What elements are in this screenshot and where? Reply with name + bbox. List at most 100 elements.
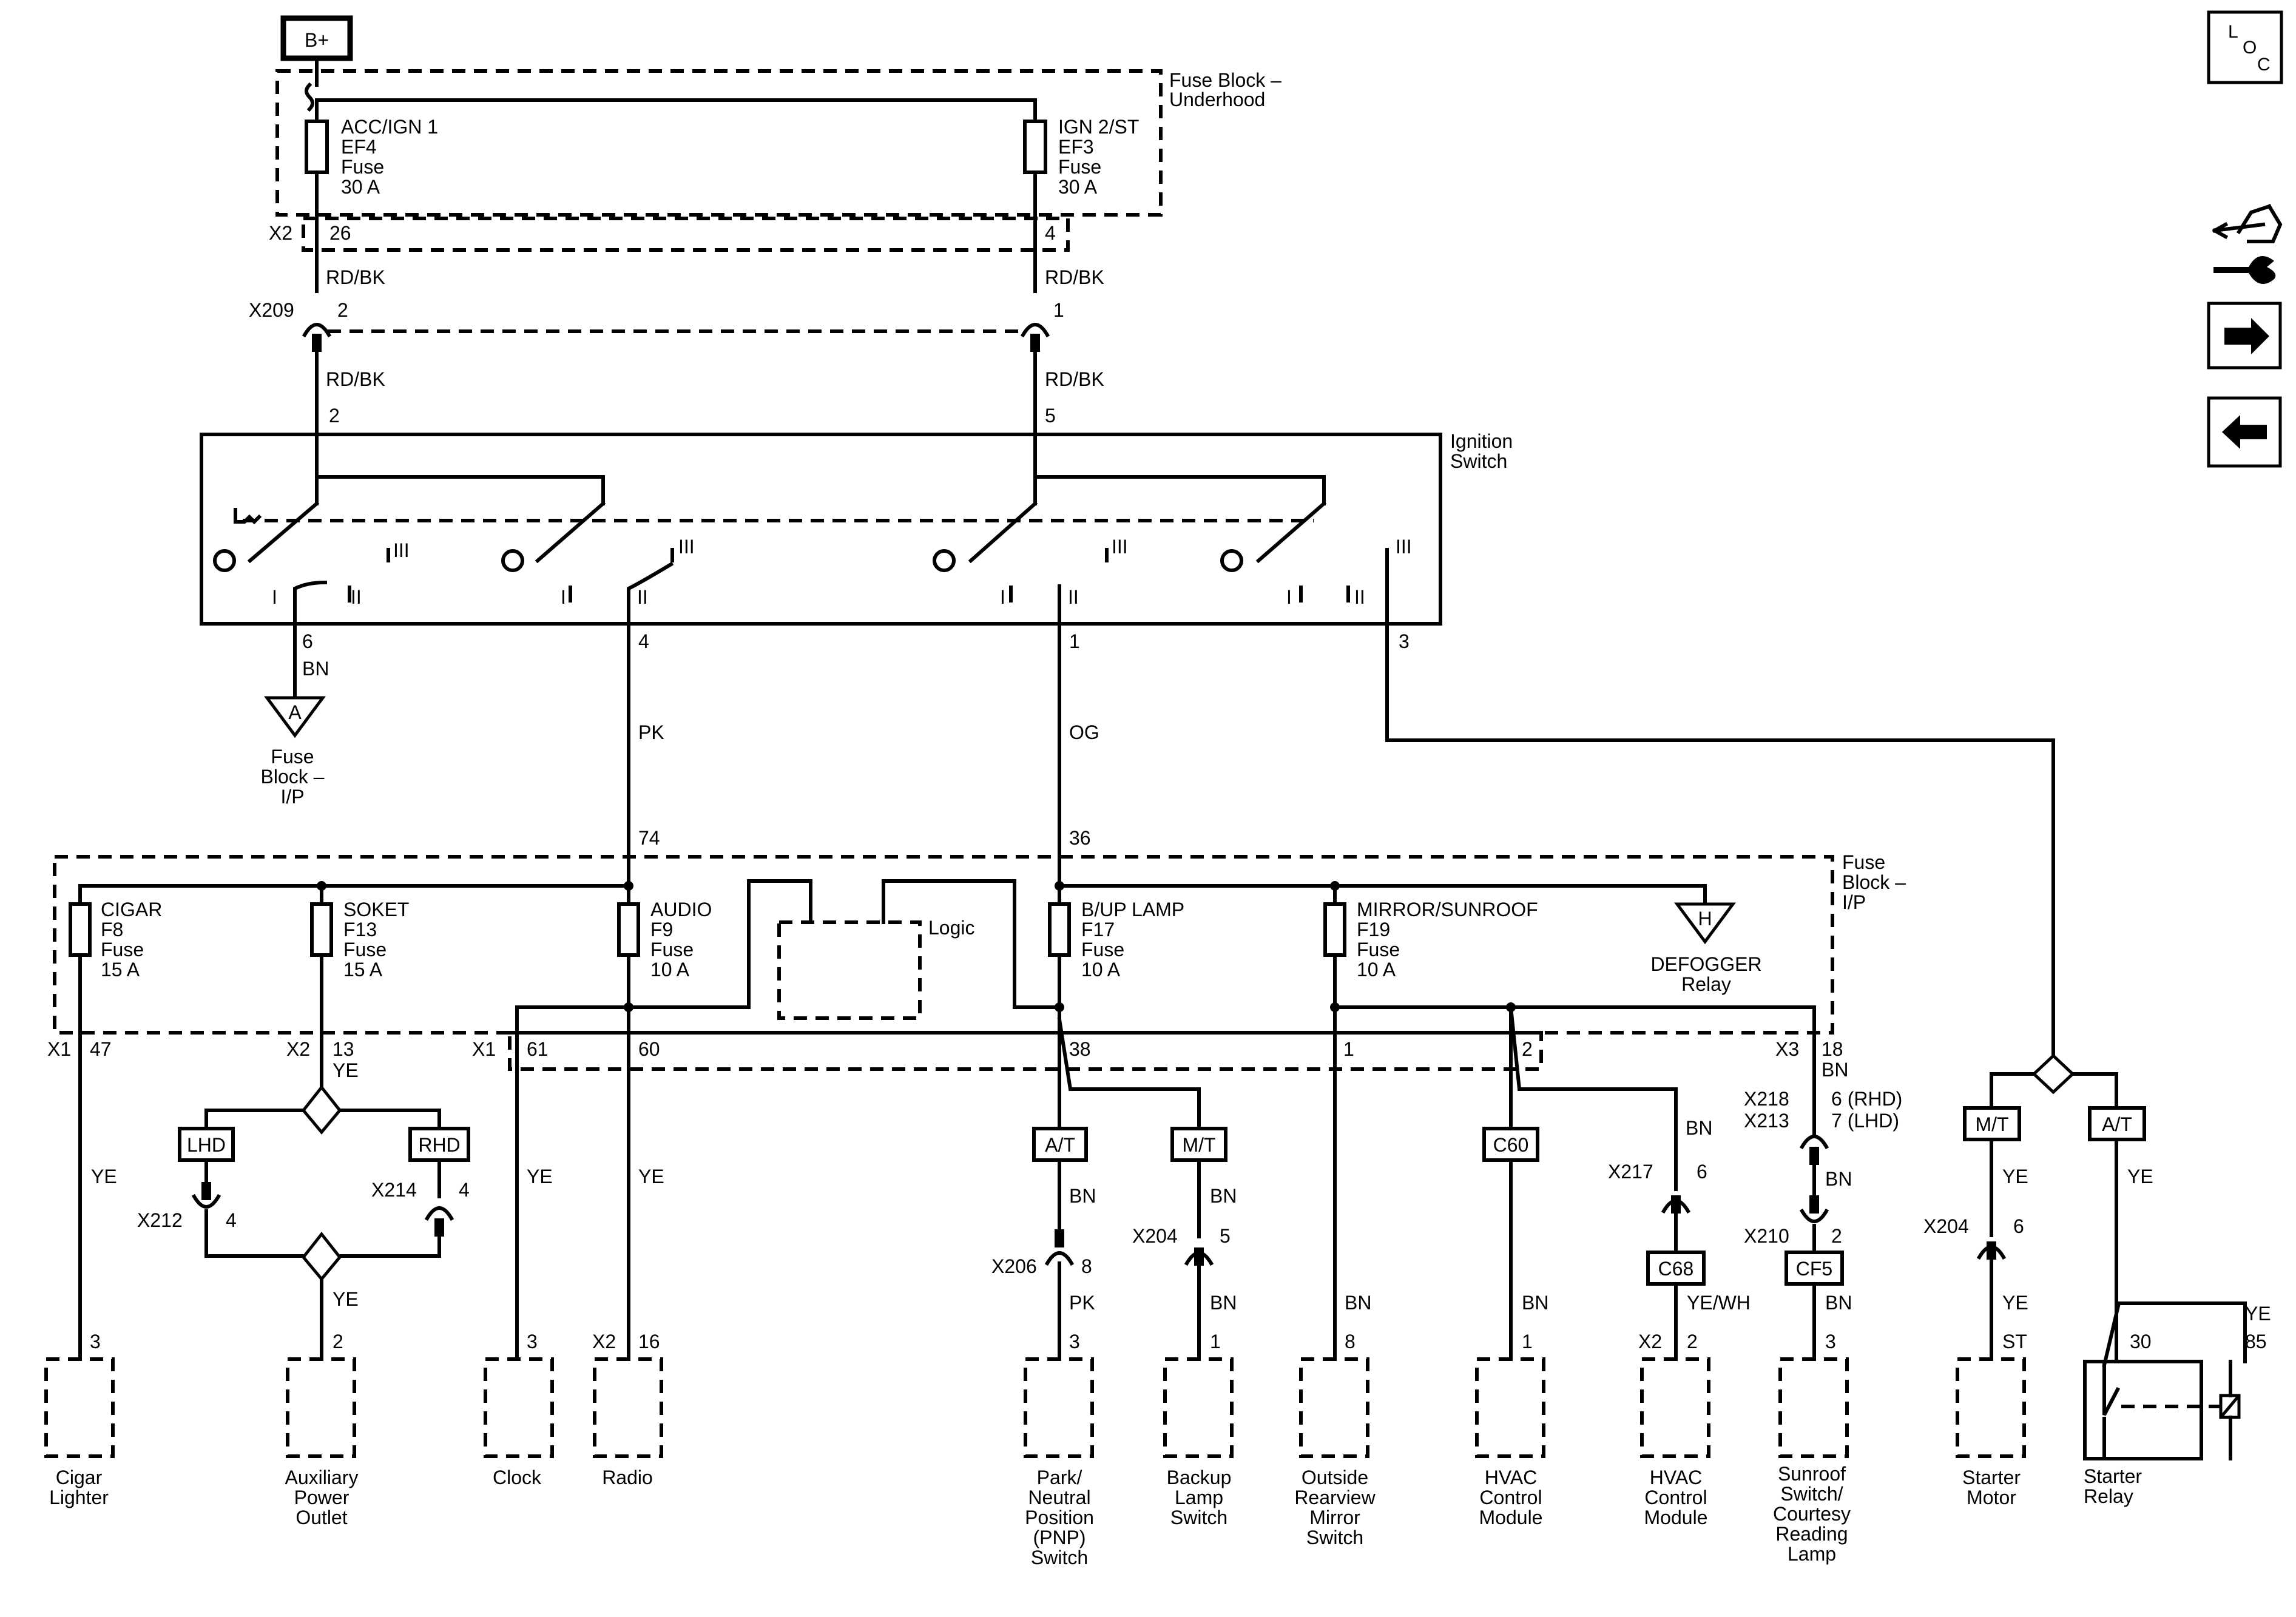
wire-color-bn: BN <box>1825 1168 1852 1190</box>
fuse-f8-id: F8 <box>101 919 123 940</box>
component-mirror-switch-2: Rearview <box>1294 1487 1376 1508</box>
pin-2: 2 <box>337 299 348 321</box>
component-backup-lamp-2: Lamp <box>1175 1487 1223 1508</box>
pin-8: 8 <box>1081 1255 1092 1277</box>
component-pnp-switch-4: (PNP) <box>1033 1527 1086 1548</box>
fuse-block-underhood-label-2: Underhood <box>1169 89 1265 110</box>
fuse-ef3-type: Fuse <box>1058 156 1101 178</box>
connector-x2-label: X2 <box>286 1038 310 1060</box>
fuse-f13-type: Fuse <box>343 939 387 960</box>
connector-x212-label: X212 <box>137 1209 183 1231</box>
wire-color-og: OG <box>1069 721 1099 743</box>
wrench-icon[interactable] <box>2212 203 2283 284</box>
fuse-f19-id: F19 <box>1357 919 1390 940</box>
fuse-f17-name: B/UP LAMP <box>1081 899 1184 920</box>
component-pin: 2 <box>333 1331 343 1352</box>
pin-4: 4 <box>1045 222 1056 244</box>
pin-85: 85 <box>2245 1331 2267 1352</box>
position-II: II <box>1068 586 1079 608</box>
component-hvac-c60-3: Module <box>1479 1507 1543 1528</box>
wire-color-ye: YE <box>2245 1303 2271 1325</box>
connector-x2-underhood <box>302 217 1070 252</box>
defogger-relay-label-2: Relay <box>1681 973 1731 995</box>
connector-x209-female <box>302 323 332 338</box>
position-I: I <box>1286 586 1292 608</box>
pin-6: 6 <box>302 630 313 652</box>
wire-color-ye: YE <box>527 1166 553 1187</box>
defogger-relay-ref[interactable] <box>1674 902 1736 945</box>
fuse-f17-type: Fuse <box>1081 939 1124 960</box>
pin-26: 26 <box>329 222 351 244</box>
fuse-f8-type: Fuse <box>101 939 144 960</box>
fuse-ef4-id: EF4 <box>341 136 377 158</box>
pin-1: 1 <box>1053 299 1064 321</box>
component-sunroof-2: Switch/ <box>1780 1483 1843 1505</box>
ignition-switch-label-2: Switch <box>1450 450 1507 472</box>
fuse-f9-rating: 10 A <box>650 959 690 981</box>
splice-diamond <box>2031 1053 2075 1095</box>
component-sunroof-4: Reading <box>1775 1523 1848 1545</box>
option-at-label: A/T <box>2102 1113 2132 1135</box>
option-mt-label: M/T <box>1975 1113 2008 1135</box>
switch-contact <box>213 549 236 572</box>
wire-color-bn: BN <box>1522 1292 1548 1314</box>
fuse-f9-name: AUDIO <box>650 899 712 920</box>
component-starter-relay: Starter <box>2084 1465 2142 1487</box>
fuse-block-ip-label: Fuse <box>1842 851 1885 873</box>
wire-color-ye: YE <box>638 1166 664 1187</box>
position-I: I <box>272 586 277 608</box>
connector-x2-label: X2 <box>269 222 292 244</box>
fuse-ef3-name: IGN 2/ST <box>1058 116 1139 138</box>
pin-2: 2 <box>1522 1038 1533 1060</box>
reference-a-triangle[interactable] <box>264 696 326 738</box>
fuse-ef4 <box>305 120 329 174</box>
pin-38: 38 <box>1069 1038 1091 1060</box>
arrow-left-glyph <box>2222 415 2267 449</box>
fuse-ef4-name: ACC/IGN 1 <box>341 116 438 138</box>
component-starter-relay-2: Relay <box>2084 1485 2133 1507</box>
connector-x206-label: X206 <box>991 1255 1037 1277</box>
component-boxes <box>44 1357 2026 1458</box>
component-pin: 3 <box>1825 1331 1836 1352</box>
connector-x1-label: X1 <box>472 1038 496 1060</box>
option-rhd-label: RHD <box>418 1134 460 1156</box>
option-lhd-label: LHD <box>187 1134 226 1156</box>
pin-1: 1 <box>1069 630 1080 652</box>
connector-x3-label: X3 <box>1775 1038 1799 1060</box>
location-icon[interactable] <box>2207 10 2283 84</box>
component-pin: 3 <box>90 1331 101 1352</box>
wire-color-ye: YE <box>333 1059 359 1081</box>
component-connector: X2 <box>592 1331 616 1352</box>
wire-color-rdbk: RD/BK <box>1045 368 1104 390</box>
pin-4: 4 <box>226 1209 237 1231</box>
component-cigar-lighter-2: Lighter <box>49 1487 109 1508</box>
pin-5: 5 <box>1045 405 1056 427</box>
component-hvac-c60-2: Control <box>1479 1487 1542 1508</box>
component-hvac-c68: HVAC <box>1650 1467 1703 1488</box>
fuse-f13-name: SOKET <box>343 899 409 920</box>
pin-60: 60 <box>638 1038 660 1060</box>
option-cf5-label: CF5 <box>1796 1258 1832 1280</box>
pin-47: 47 <box>90 1038 112 1060</box>
defogger-relay-letter: H <box>1698 908 1712 930</box>
fuse-block-ip-label-2: Block – <box>1842 871 1906 893</box>
fuse-f17-id: F17 <box>1081 919 1115 940</box>
fuse-block-ip <box>53 855 1834 1035</box>
reference-a-letter: A <box>288 701 302 723</box>
logic-label: Logic <box>928 917 975 939</box>
position-II: II <box>1354 586 1365 608</box>
connector-x204-label: X204 <box>1132 1225 1178 1247</box>
option-lhd <box>178 1127 235 1162</box>
component-pnp-switch-5: Switch <box>1031 1547 1088 1568</box>
component-hvac-c60: HVAC <box>1485 1467 1538 1488</box>
location-icon-letter: C <box>2257 55 2271 75</box>
ignition-switch <box>200 433 1442 626</box>
pin-5: 5 <box>1220 1225 1231 1247</box>
location-icon-letter: L <box>2228 22 2238 42</box>
option-cf5 <box>1784 1251 1844 1286</box>
component-pin: 1 <box>1210 1331 1221 1352</box>
option-c68-label: C68 <box>1658 1258 1694 1280</box>
arrow-right-glyph <box>2224 318 2269 354</box>
fuse-f8-rating: 15 A <box>101 959 140 981</box>
